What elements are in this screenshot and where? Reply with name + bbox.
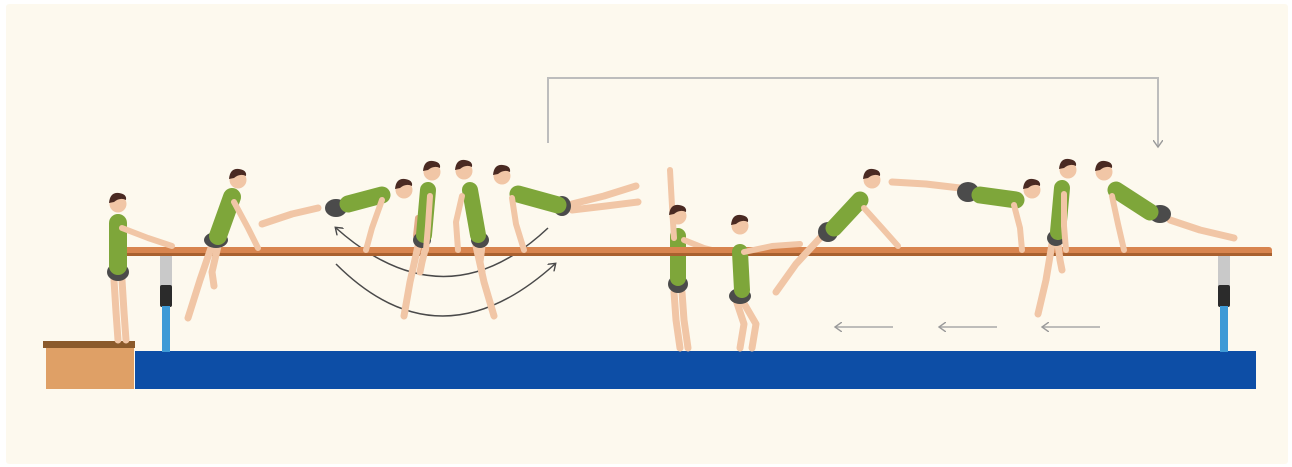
landing-mat bbox=[135, 351, 1256, 389]
box-step bbox=[43, 341, 135, 389]
background-panel bbox=[6, 4, 1288, 464]
parallel-bar-rail bbox=[120, 247, 1272, 256]
